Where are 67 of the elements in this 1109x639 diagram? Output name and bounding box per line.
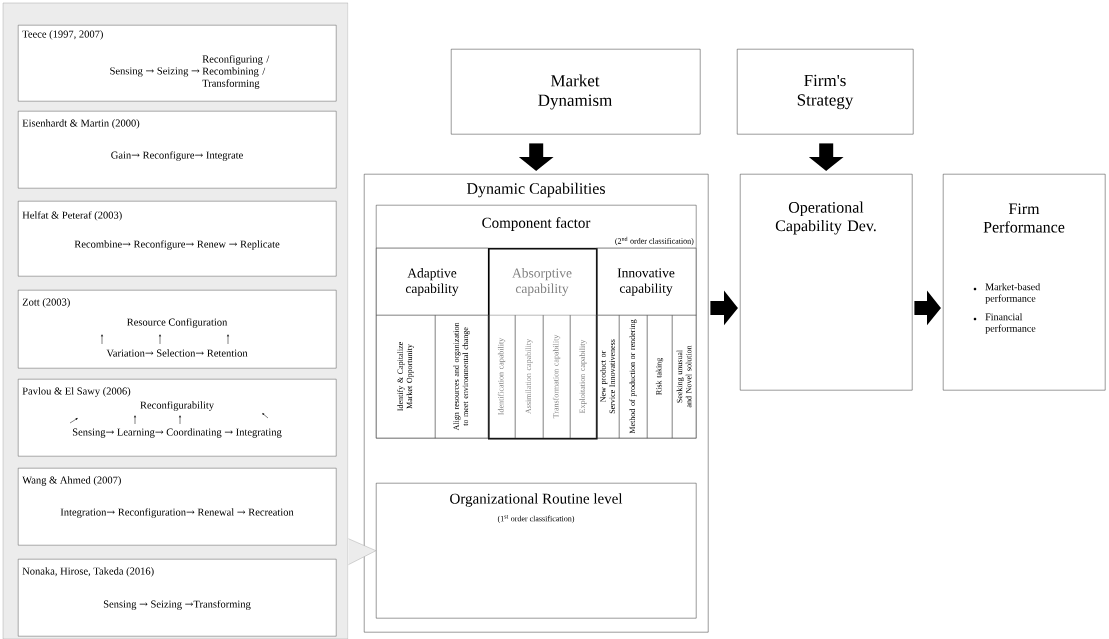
box-title: Operational Capability Dev. (775, 201, 876, 235)
box-title: Dynamic Capabilities (466, 182, 605, 198)
reference-heading: Pavlou & El Sawy (2006) (22, 387, 131, 397)
box-title: Organizational Routine level (450, 493, 623, 507)
table-cell (515, 315, 544, 439)
rotated-text: New product or Service Innovativeness (600, 339, 615, 414)
factor-box (737, 49, 914, 135)
rotated-text: Exploitation capability (579, 339, 587, 414)
routine-box (376, 483, 697, 619)
flow-text: Reconfiguring / Recombining / Transforming (202, 55, 270, 89)
column-heading: Absorptive capability (512, 268, 572, 296)
box-title: Firm Performance (983, 203, 1065, 233)
reference-box (18, 111, 337, 189)
table-cell (647, 315, 673, 439)
flow-text: Resource Configuration (127, 318, 228, 328)
table-cell (570, 315, 597, 439)
flow-text: Reconfigurability (140, 401, 214, 411)
table-cell (596, 315, 620, 439)
reference-heading: Zott (2003) (22, 298, 70, 308)
table-cell (619, 315, 648, 439)
table-note: (1$^{st}$ order classification) (497, 515, 575, 523)
flow-text: Integration→ Reconfiguration→ Renewal → Recreation (60, 508, 294, 518)
rotated-text: Identification capability (497, 337, 506, 415)
rotated-text: Identify & Capitalize Market Opportunity (397, 342, 414, 411)
reference-box (18, 201, 337, 277)
reference-box (18, 468, 337, 546)
rotated-text: Align resources and organization to meet environmental change (453, 322, 470, 431)
factor-box (451, 49, 701, 135)
reference-box (18, 379, 337, 457)
box-title: Firm's Strategy (797, 74, 854, 110)
flow-text: Sensing→ Learning→ Coordinating → Integrating (72, 428, 282, 438)
reference-heading: Wang & Ahmed (2007) (22, 476, 121, 486)
capabilities-box (364, 174, 709, 633)
rotated-text: Assimilation capability (525, 338, 533, 414)
table-cell (376, 315, 436, 439)
rotated-text: Method of production or rendering (629, 319, 637, 434)
table-header-cell (596, 248, 697, 316)
reference-heading: Helfat & Peteraf (2003) (22, 211, 122, 221)
reference-heading: Nonaka, Hirose, Takeda (2016) (22, 567, 154, 577)
reference-heading: Eisenhardt & Martin (2000) (22, 119, 140, 129)
flow-text: Sensing → Seizing →Transforming (103, 600, 251, 610)
table-cell (488, 315, 516, 439)
flow-text: Gain→ Reconfigure→ Integrate (111, 151, 243, 161)
reference-box (18, 559, 337, 637)
column-heading: Innovative capability (617, 268, 675, 296)
rotated-text: Risk taking (655, 358, 664, 395)
flow-text: Sensing → Seizing → (110, 67, 200, 77)
table-cell (543, 315, 571, 439)
reference-box (18, 25, 337, 102)
highlighted-column (488, 248, 598, 440)
reference-box (18, 290, 337, 369)
rotated-text: Transformation capability (552, 334, 561, 419)
outcome-box (740, 174, 913, 391)
bullet-text: Financial performance (985, 313, 1036, 334)
flow-text: Recombine→ Reconfigure→ Renew → Replicate (74, 240, 280, 250)
rotated-text: Seeking unusual and Novel solution (676, 345, 692, 408)
outcome-box (943, 174, 1106, 391)
table-note: (2$^{nd}$ order classification) (615, 236, 694, 246)
reference-heading: Teece (1997, 2007) (22, 30, 103, 40)
table-title: Component factor (482, 217, 591, 231)
column-heading: Adaptive capability (405, 268, 459, 296)
table-cell (672, 315, 697, 439)
box-title: Market Dynamism (538, 74, 613, 110)
flow-text: Variation→ Selection→ Retention (106, 349, 248, 357)
table-cell (435, 315, 489, 439)
callout-pointer (348, 538, 377, 565)
bullet-text: Market-based performance (985, 283, 1041, 304)
